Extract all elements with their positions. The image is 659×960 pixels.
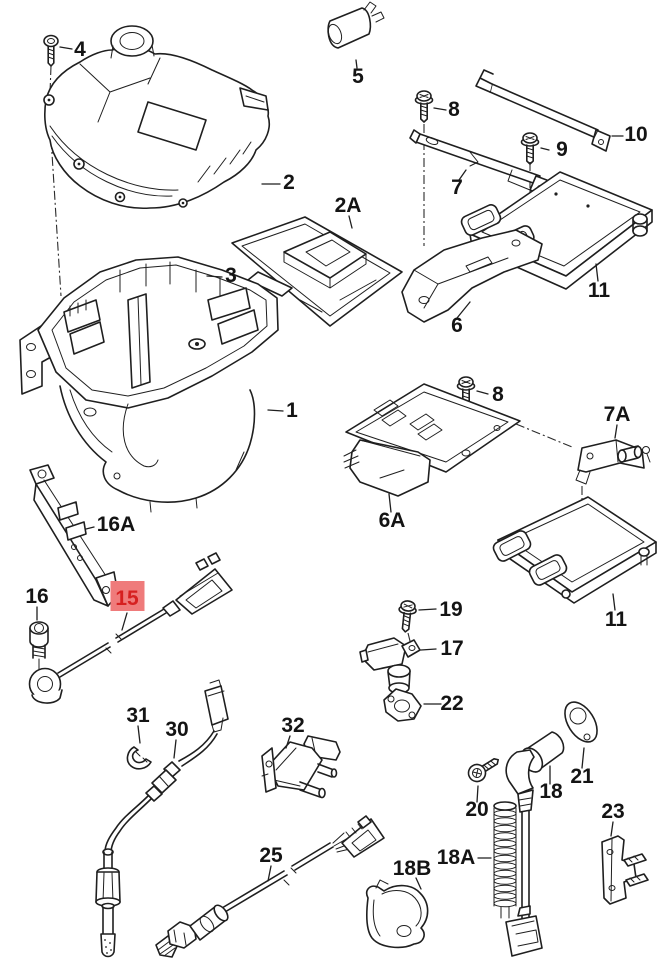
part-capsule (327, 1, 385, 49)
part-sensor-flange-seal (564, 701, 598, 743)
part-bracket-screw-upper (414, 90, 434, 123)
part-housing-cover (43, 25, 271, 210)
callout-5[interactable]: 5 (352, 65, 364, 88)
callout-18A[interactable]: 18A (437, 846, 476, 869)
callout-31[interactable]: 31 (126, 704, 150, 727)
callout-21[interactable]: 21 (570, 765, 594, 788)
part-sensor-bolt (467, 757, 500, 783)
leader-lines (36, 46, 624, 890)
part-lambda-sensor (155, 815, 385, 958)
callout-8-upper[interactable]: 8 (448, 98, 460, 121)
callout-11-lower[interactable]: 11 (605, 608, 628, 631)
callout-3[interactable]: 3 (225, 264, 237, 287)
callouts: 4 2 5 8 9 10 7 2A 3 11 6 1 8 7A 6A 11 16… (25, 38, 647, 880)
callout-8-lower[interactable]: 8 (492, 383, 504, 406)
callout-2[interactable]: 2 (283, 171, 295, 194)
part-retaining-strap (475, 69, 611, 152)
part-sensor-bracket (29, 464, 119, 607)
part-control-unit-screw (520, 132, 540, 165)
callout-18[interactable]: 18 (539, 780, 563, 803)
callout-7[interactable]: 7 (451, 176, 463, 199)
callout-23[interactable]: 23 (601, 800, 624, 823)
callout-2A[interactable]: 2A (335, 194, 362, 217)
part-pressure-valve (261, 735, 341, 799)
part-crankshaft-position-sensor (505, 731, 565, 957)
part-cover-screw (43, 34, 59, 67)
callout-10[interactable]: 10 (624, 123, 647, 146)
part-knock-sensor (28, 552, 233, 704)
callout-16A[interactable]: 16A (97, 513, 136, 536)
part-support-tray (231, 216, 403, 327)
callout-25[interactable]: 25 (259, 844, 283, 867)
part-mounting-bracket (401, 229, 543, 323)
callout-16[interactable]: 16 (25, 585, 48, 608)
callout-4[interactable]: 4 (74, 38, 86, 61)
part-sensor-screw (396, 599, 418, 634)
callout-30[interactable]: 30 (165, 718, 188, 741)
callout-19[interactable]: 19 (439, 598, 462, 621)
callout-1[interactable]: 1 (286, 399, 298, 422)
callout-9[interactable]: 9 (556, 138, 568, 161)
part-protective-sleeve (493, 801, 517, 919)
callout-15-highlighted[interactable]: 15 (115, 587, 139, 610)
part-small-bracket (575, 439, 651, 485)
callout-17[interactable]: 17 (440, 637, 463, 660)
part-rubber-grommet (365, 879, 429, 949)
part-knock-sensor-bolt (29, 621, 49, 674)
part-retaining-clip (126, 746, 152, 770)
callout-18B[interactable]: 18B (393, 857, 432, 880)
part-bracket-plate-with-module (343, 383, 521, 497)
part-exhaust-temperature-sensor (95, 679, 229, 958)
highlight-box (110, 581, 145, 611)
callout-6[interactable]: 6 (451, 314, 463, 337)
callout-22[interactable]: 22 (440, 692, 463, 715)
callout-6A[interactable]: 6A (379, 509, 406, 532)
callout-7A[interactable]: 7A (604, 403, 631, 426)
part-retaining-bracket (601, 835, 649, 905)
callout-32[interactable]: 32 (281, 714, 304, 737)
part-engine-control-unit-lower (492, 496, 657, 604)
part-housing-box (19, 256, 279, 513)
part-seal-plate (383, 688, 422, 722)
callout-11-upper[interactable]: 11 (588, 279, 611, 302)
callout-20[interactable]: 20 (465, 798, 488, 821)
